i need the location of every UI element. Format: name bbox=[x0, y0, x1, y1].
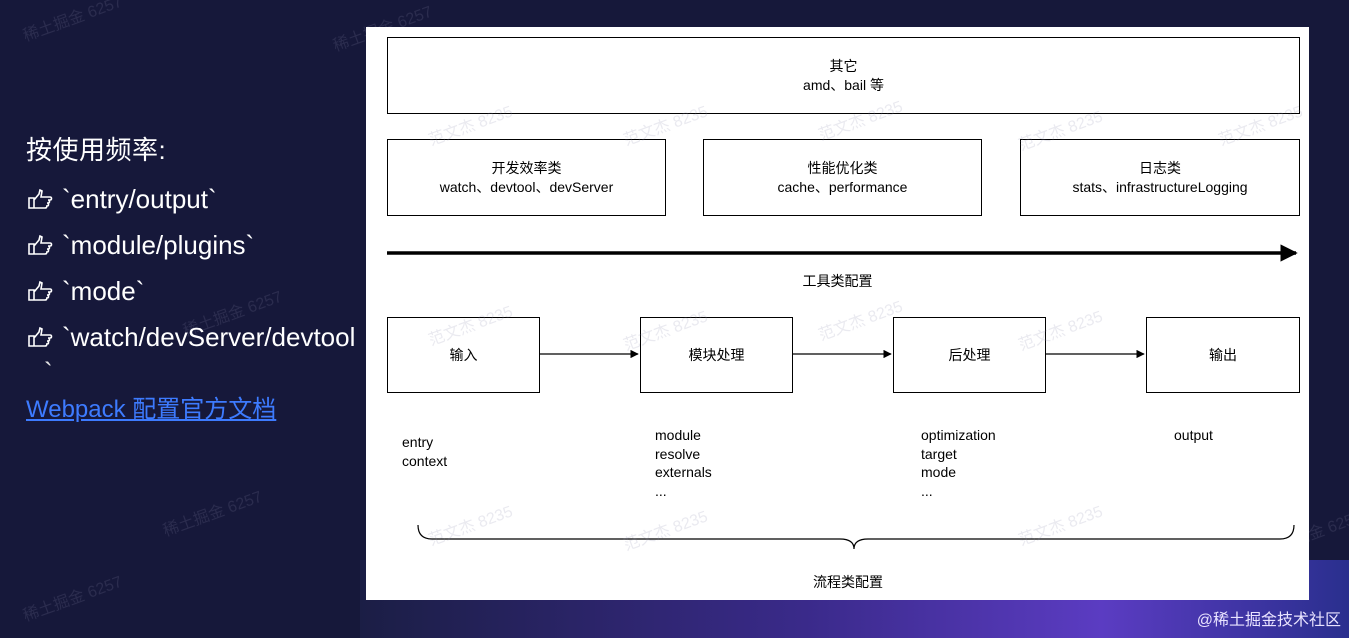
output-options: output bbox=[1174, 426, 1213, 445]
option-text: output bbox=[1174, 427, 1213, 443]
flow-box-label: 输出 bbox=[1209, 346, 1237, 363]
watermark: 稀土掘金 6257 bbox=[161, 488, 265, 541]
pointing-hand-icon bbox=[28, 234, 53, 255]
box-title: 开发效率类 bbox=[491, 159, 562, 176]
pointing-hand-icon bbox=[28, 280, 53, 301]
list-item: `entry/output` bbox=[26, 176, 366, 222]
other-subtitle: amd、bail 等 bbox=[803, 76, 884, 93]
flow-box-label: 输入 bbox=[449, 346, 478, 363]
other-title: 其它 bbox=[829, 57, 858, 74]
box-subtitle: stats、infrastructureLogging bbox=[1072, 178, 1248, 195]
flow-box-post-processing: 后处理 bbox=[893, 317, 1046, 393]
option-text: externals bbox=[655, 464, 712, 480]
box-title: 日志类 bbox=[1139, 159, 1181, 176]
other-box: 其它 amd、bail 等 bbox=[387, 37, 1300, 114]
brand-watermark: @稀土掘金技术社区 bbox=[1196, 612, 1341, 629]
option-text: module bbox=[655, 427, 701, 443]
watermark: 稀土掘金 6257 bbox=[21, 573, 125, 626]
option-text: ... bbox=[921, 482, 933, 499]
input-options: entry context bbox=[402, 433, 447, 470]
module-options: module resolve externals ... bbox=[655, 426, 712, 500]
flow-box-module-processing: 模块处理 bbox=[640, 317, 793, 393]
flow-box-label: 模块处理 bbox=[688, 346, 745, 363]
performance-box: 性能优化类 cache、performance bbox=[703, 139, 982, 216]
flow-config-label: 流程类配置 bbox=[813, 574, 883, 590]
dev-efficiency-box: 开发效率类 watch、devtool、devServer bbox=[387, 139, 666, 216]
option-text: target bbox=[921, 445, 957, 462]
webpack-docs-link[interactable]: Webpack 配置官方文档 bbox=[26, 396, 277, 423]
box-title: 性能优化类 bbox=[807, 159, 878, 176]
logging-box: 日志类 stats、infrastructureLogging bbox=[1020, 139, 1300, 216]
list-item-label: `mode` bbox=[62, 276, 145, 306]
trailing-backtick: ` bbox=[44, 357, 53, 387]
option-text: ... bbox=[655, 482, 667, 499]
list-item: `module/plugins` bbox=[26, 222, 366, 268]
box-subtitle: cache、performance bbox=[777, 178, 908, 195]
list-item: `watch/devServer/devtool bbox=[26, 314, 366, 360]
tool-config-label: 工具类配置 bbox=[802, 273, 873, 289]
option-text: mode bbox=[921, 464, 957, 480]
left-panel: 按使用频率: `entry/output` `module/plugins` `… bbox=[26, 132, 366, 430]
list-item-label: `entry/output` bbox=[62, 184, 217, 214]
list-item-label: `module/plugins` bbox=[62, 230, 255, 260]
config-diagram: 其它 amd、bail 等 开发效率类 watch、devtool、devSer… bbox=[366, 27, 1309, 600]
diagram-connectors bbox=[387, 244, 1298, 550]
flow-box-output: 输出 bbox=[1146, 317, 1300, 393]
box-subtitle: watch、devtool、devServer bbox=[439, 178, 614, 195]
flow-box-label: 后处理 bbox=[948, 346, 991, 363]
list-item: `mode` bbox=[26, 268, 366, 314]
watermark: 稀土掘金 6257 bbox=[21, 0, 125, 46]
option-text: resolve bbox=[655, 445, 701, 462]
list-item-label: `watch/devServer/devtool bbox=[62, 322, 356, 352]
option-text: optimization bbox=[921, 427, 996, 443]
pointing-hand-icon bbox=[28, 188, 53, 209]
pointing-hand-icon bbox=[28, 326, 53, 347]
flow-box-input: 输入 bbox=[387, 317, 540, 393]
flow-brace bbox=[417, 524, 1295, 550]
option-text: context bbox=[402, 452, 448, 469]
post-processing-options: optimization target mode ... bbox=[921, 426, 996, 500]
frequency-heading: 按使用频率: bbox=[26, 135, 167, 165]
option-text: entry bbox=[402, 434, 434, 450]
